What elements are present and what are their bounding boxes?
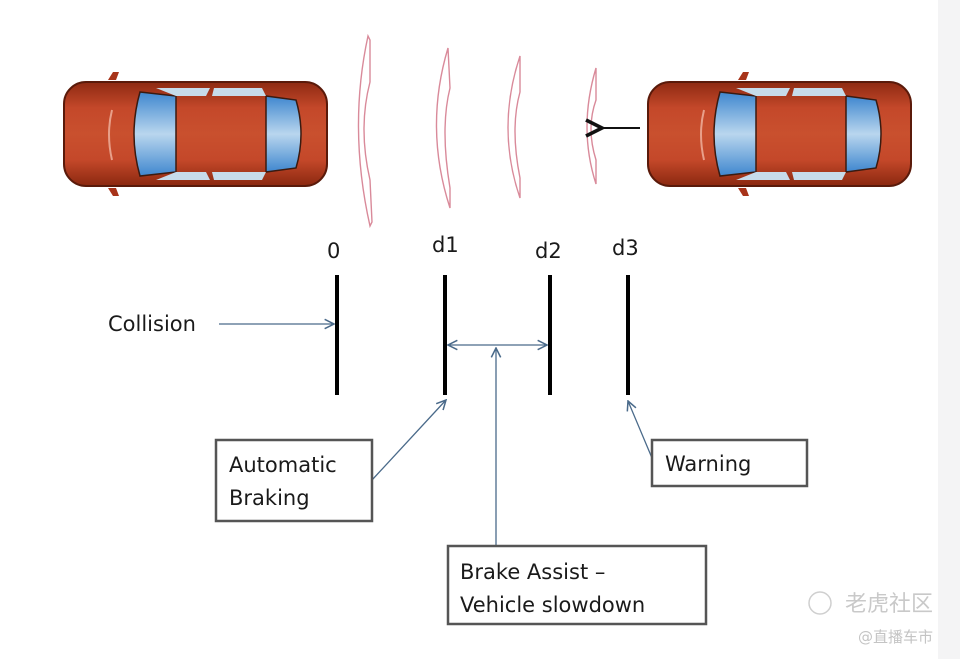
right-margin-strip	[938, 0, 960, 659]
lead-car	[63, 72, 328, 196]
warning-box: Warning	[650, 438, 809, 488]
watermark-handle: @直播车市	[858, 628, 933, 646]
following-car	[647, 72, 912, 196]
warning-pointer	[628, 401, 653, 459]
marker-label-0: 0	[327, 239, 340, 263]
marker-label-d3: d3	[612, 236, 639, 260]
watermark-brand: 老虎社区	[845, 592, 933, 617]
automatic-braking-line1: Automatic	[229, 453, 337, 477]
warning-text: Warning	[665, 452, 751, 476]
brake-assist-box: Brake Assist – Vehicle slowdown	[446, 544, 708, 626]
radar-wave-2	[435, 47, 451, 209]
automatic-braking-line2: Braking	[229, 486, 310, 510]
brake-assist-line2: Vehicle slowdown	[460, 593, 645, 617]
watermark: 老虎社区 @直播车市	[808, 591, 933, 646]
marker-label-d2: d2	[535, 239, 562, 263]
brake-assist-line1: Brake Assist –	[460, 560, 605, 584]
radar-wave-3	[507, 55, 521, 199]
radar-wave-1	[357, 33, 373, 229]
radar-wave-4	[586, 67, 597, 185]
automatic-braking-pointer	[371, 400, 446, 481]
watermark-logo-icon	[808, 591, 832, 615]
marker-label-d1: d1	[432, 233, 459, 257]
collision-label: Collision	[108, 312, 196, 336]
automatic-braking-box: Automatic Braking	[214, 438, 374, 523]
